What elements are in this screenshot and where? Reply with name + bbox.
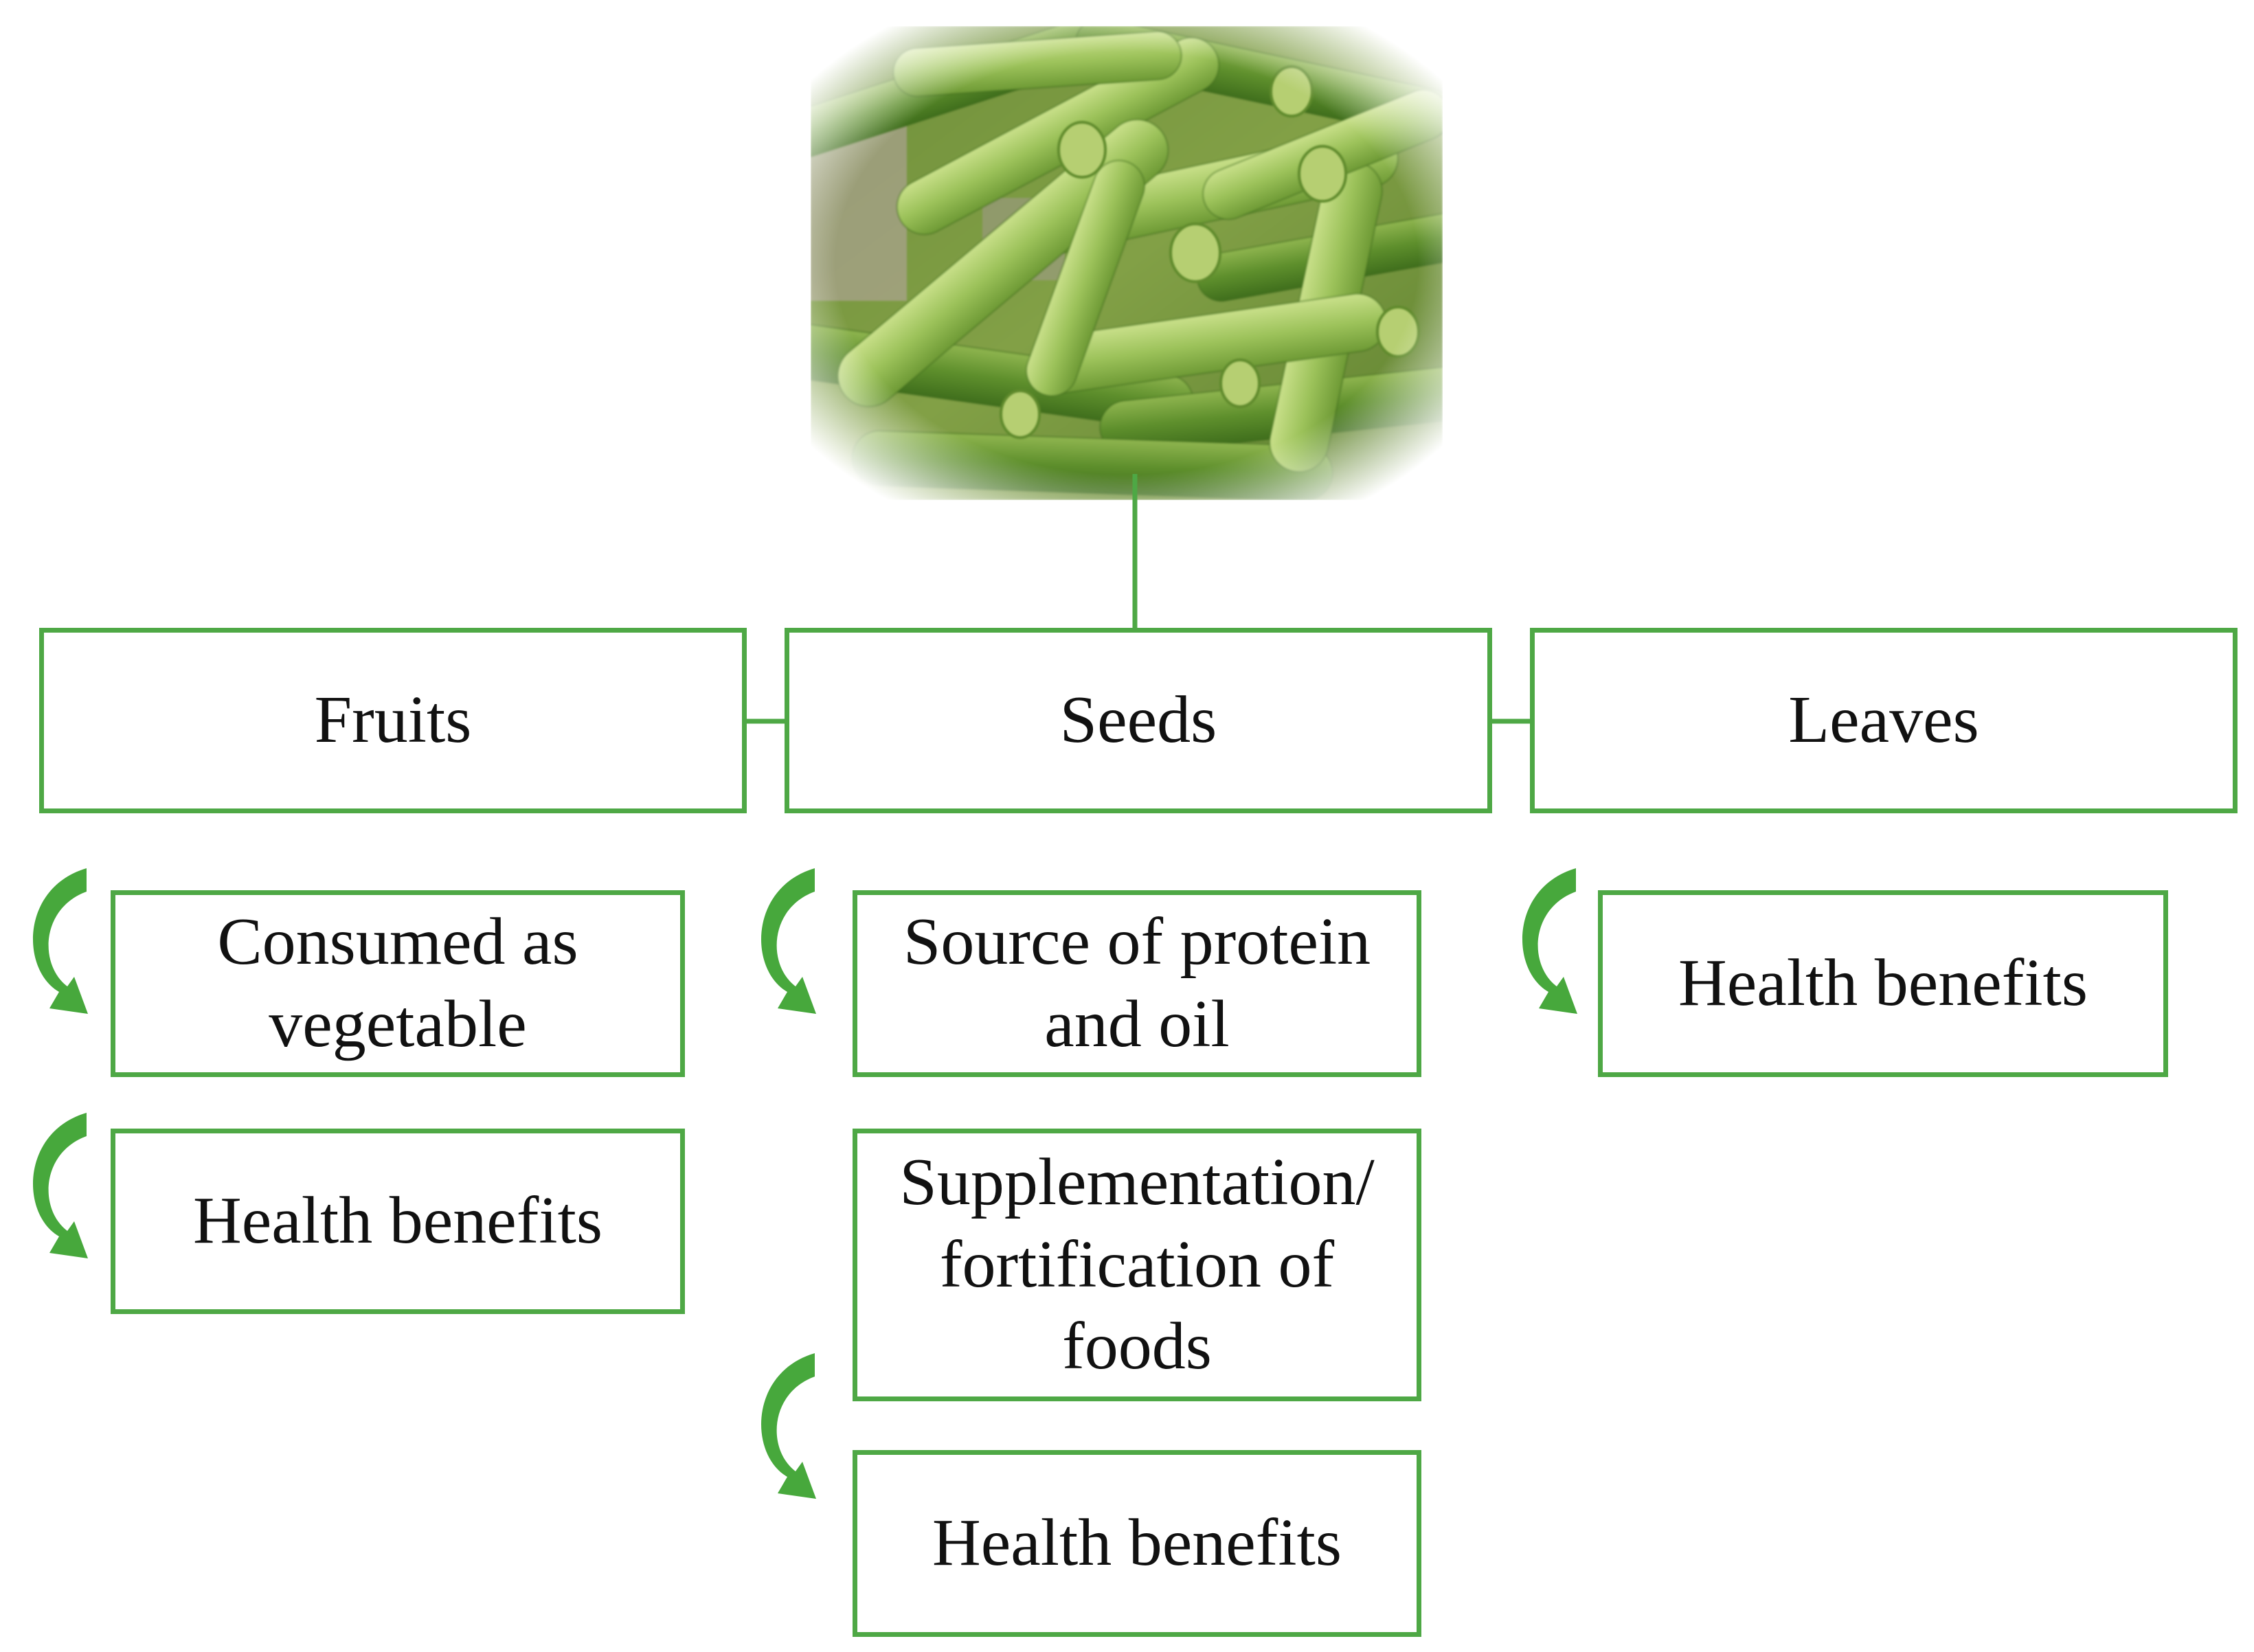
leaves-box: Leaves bbox=[1530, 628, 2238, 813]
leaves-label: Leaves bbox=[1788, 683, 1979, 758]
seeds-label: Seeds bbox=[1059, 683, 1217, 758]
curved-arrow-icon bbox=[743, 867, 819, 1026]
curved-arrow-icon bbox=[761, 1353, 816, 1499]
curved-arrow-icon bbox=[15, 1111, 91, 1271]
seeds-use-label: Source of protein and oil bbox=[903, 905, 1371, 1061]
leaves-use-label: Health benefits bbox=[1678, 946, 2088, 1021]
curved-arrow-icon bbox=[1522, 868, 1577, 1014]
okra-photo bbox=[811, 26, 1443, 500]
curved-arrow-icon bbox=[1504, 867, 1580, 1026]
seeds-use-health: Health benefits bbox=[853, 1450, 1421, 1637]
fruits-label: Fruits bbox=[314, 683, 472, 758]
curved-arrow-icon bbox=[743, 1352, 819, 1511]
okra-pods-photo bbox=[811, 26, 1443, 500]
curved-arrow-icon bbox=[761, 868, 816, 1014]
seeds-use-label: Supplementation/ fortification of foods bbox=[899, 1145, 1375, 1384]
fruits-use-label: Health benefits bbox=[193, 1184, 602, 1258]
seeds-use-protein: Source of protein and oil bbox=[853, 890, 1421, 1077]
curved-arrow-icon bbox=[33, 868, 88, 1014]
leaves-use-health: Health benefits bbox=[1598, 890, 2168, 1077]
fruits-box: Fruits bbox=[39, 628, 747, 813]
seeds-box: Seeds bbox=[785, 628, 1492, 813]
fruits-use-label: Consumed as vegetable bbox=[217, 905, 578, 1061]
seeds-use-label: Health benefits bbox=[932, 1506, 1342, 1581]
seeds-use-fortification: Supplementation/ fortification of foods bbox=[853, 1129, 1421, 1401]
curved-arrow-icon bbox=[15, 867, 91, 1026]
curved-arrow-icon bbox=[33, 1113, 88, 1258]
fruits-use-health: Health benefits bbox=[111, 1129, 685, 1314]
fruits-use-vegetable: Consumed as vegetable bbox=[111, 890, 685, 1077]
